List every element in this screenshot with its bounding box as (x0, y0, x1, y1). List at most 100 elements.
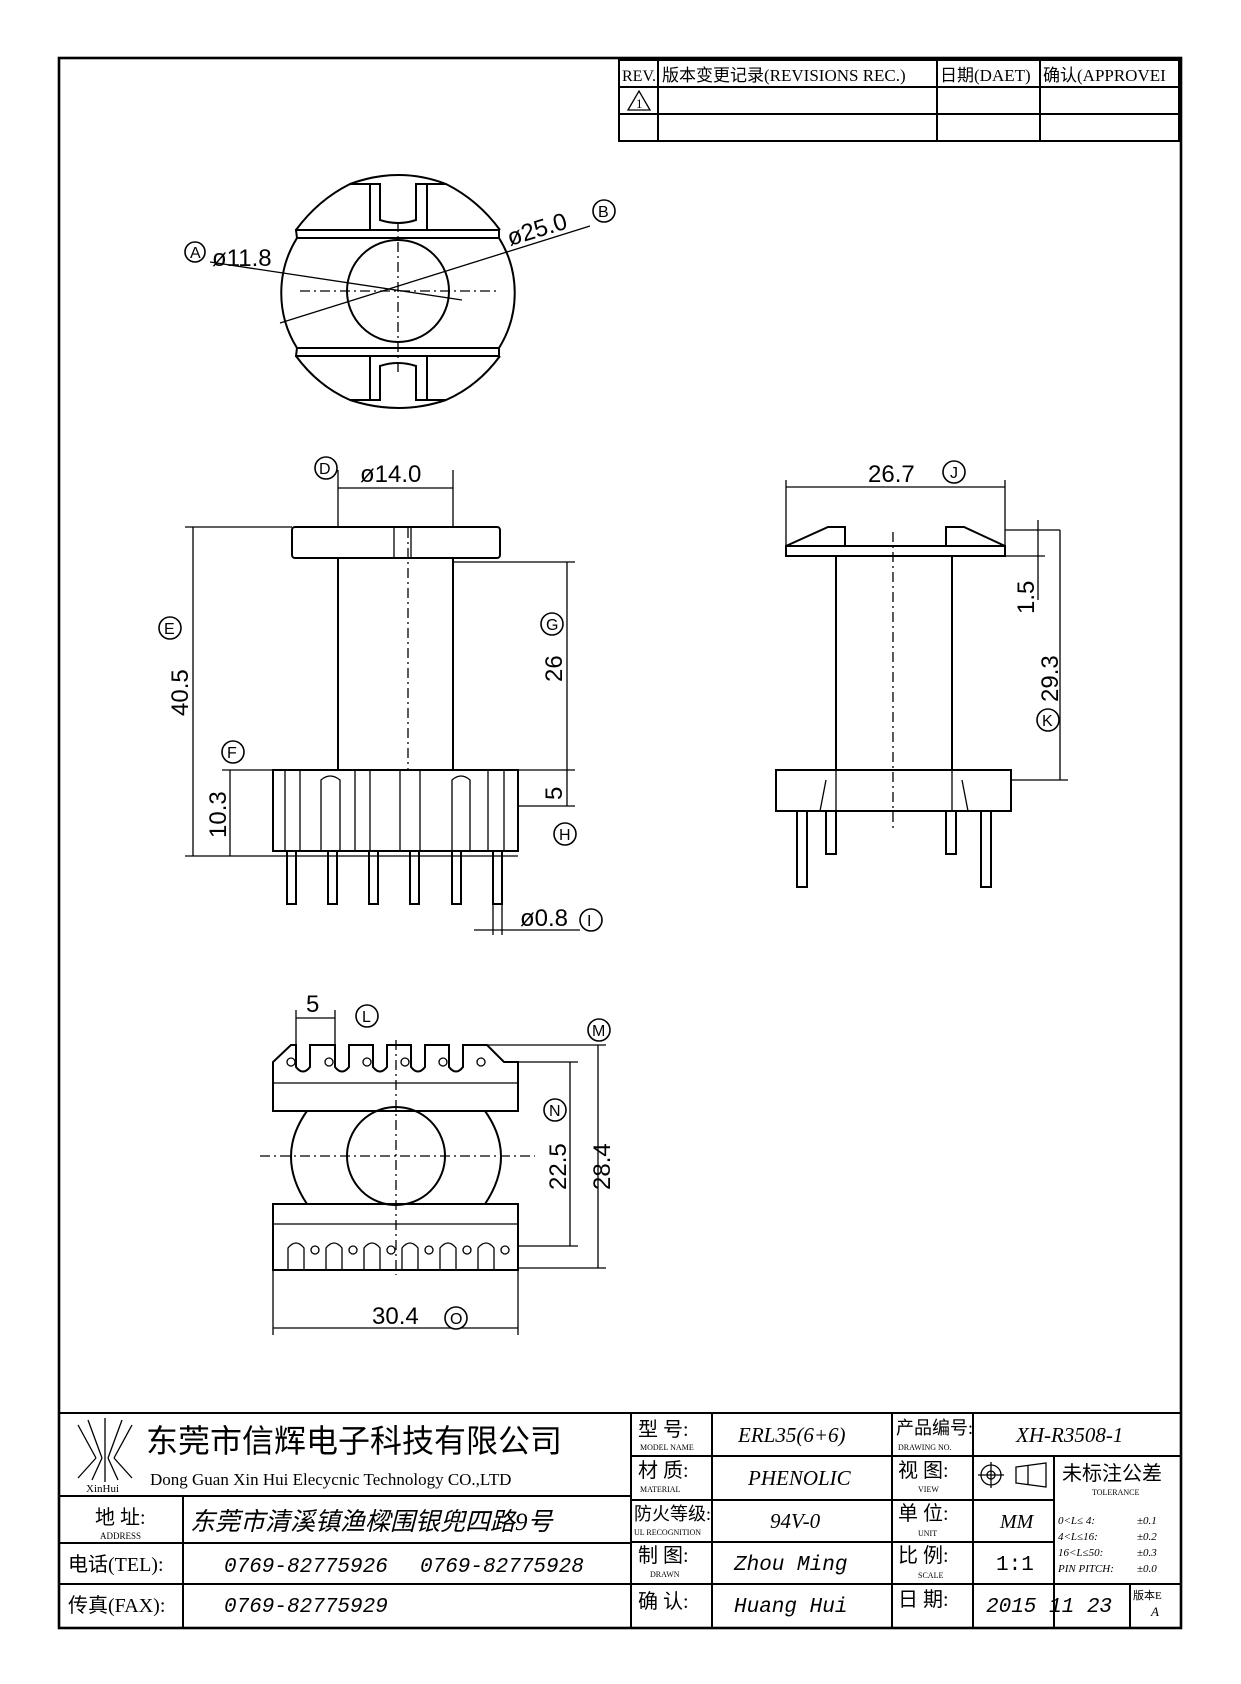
company-name-en: Dong Guan Xin Hui Elecycnic Technology C… (150, 1470, 511, 1489)
callout-M (587, 1018, 611, 1042)
model-label-en: MODEL NAME (640, 1443, 694, 1452)
dim-H-value: 5 (541, 787, 568, 800)
drawing-no-label-en: DRAWING NO. (898, 1443, 952, 1452)
tolerance-value: ±0.3 (1137, 1547, 1157, 1559)
projection-symbol-icon (978, 1462, 1047, 1488)
scale-value: 1:1 (996, 1554, 1034, 1577)
callout-L-label: L (362, 1009, 371, 1026)
bottom-view (260, 1010, 606, 1335)
date-header: 日期(DAET) (940, 66, 1031, 85)
tolerance-value: ±0.1 (1137, 1515, 1157, 1527)
dim-M2-value: 28.4 (589, 1143, 616, 1190)
dim-G: G 26 (540, 612, 568, 682)
fax-value: 0769-82775929 (224, 1596, 388, 1619)
dim-K-value: 29.3 (1037, 655, 1064, 702)
callout-L (355, 1004, 379, 1028)
callout-O (444, 1306, 468, 1330)
approved-label: 确 认: (638, 1590, 689, 1613)
address-label-en: ADDRESS (100, 1531, 141, 1541)
material-value: PHENOLIC (747, 1466, 852, 1490)
tolerance-table: 0<L≤ 4: ±0.1 4<L≤16: ±0.2 16<L≤50: ±0.3 … (1057, 1515, 1157, 1575)
revision-number: 1 (636, 96, 643, 111)
dim-H: H 5 (541, 787, 577, 846)
top-view (209, 174, 591, 409)
dim-L-value: 5 (306, 991, 319, 1018)
date-label: 日 期: (898, 1589, 949, 1611)
callout-I-label: I (587, 913, 591, 930)
unit-label: 单 位: (898, 1502, 949, 1525)
version-label: 版本E (1133, 1588, 1162, 1602)
dim-F-value: 10.3 (205, 791, 232, 838)
dim-I-value: ø0.8 (520, 905, 568, 932)
callout-E (158, 616, 182, 640)
callout-I (579, 908, 603, 932)
dim-A-value: ø11.8 (212, 245, 272, 272)
fax-label: 传真(FAX): (68, 1594, 165, 1617)
version-value: A (1150, 1604, 1159, 1619)
dim-E: E 40.5 (158, 616, 194, 716)
callout-J (942, 460, 966, 484)
unit-value: MM (999, 1511, 1035, 1533)
rev-header: REV. (622, 68, 656, 85)
dim-J-value: 26.7 (868, 461, 915, 488)
view-label: 视 图: (898, 1459, 949, 1482)
callout-H-label: H (559, 827, 571, 844)
dim-D-value: ø14.0 (360, 461, 421, 488)
callout-N (543, 1098, 567, 1122)
dim-M: M 28.4 (587, 1018, 616, 1190)
callout-A-label: A (190, 245, 201, 262)
dim-A: A ø11.8 (184, 241, 272, 272)
callout-F (221, 740, 245, 764)
approved-value: Huang Hui (734, 1596, 847, 1619)
model-value: ERL35(6+6) (737, 1423, 846, 1447)
dim-L: L 5 (306, 991, 379, 1028)
revision-record-header: 版本变更记录(REVISIONS REC.) (662, 66, 906, 85)
callout-K (1036, 708, 1060, 732)
logo-text: XinHui (86, 1483, 119, 1495)
approve-header: 确认(APPROVEI (1043, 66, 1166, 85)
unit-label-en: UNIT (918, 1529, 937, 1538)
callout-G-label: G (546, 617, 558, 634)
dim-F: F 10.3 (205, 740, 245, 838)
tel-1: 0769-82775926 (224, 1556, 388, 1579)
callout-G (540, 612, 564, 636)
date-value: 2015 11 23 (986, 1596, 1112, 1619)
drawn-value: Zhou Ming (733, 1554, 847, 1577)
model-label: 型 号: (638, 1418, 689, 1441)
tolerance-range: 4<L≤16: (1058, 1531, 1098, 1543)
side-view (775, 480, 1068, 888)
dim-D: D ø14.0 (314, 456, 421, 488)
drawn-label-en: DRAWN (650, 1570, 680, 1579)
scale-label: 比 例: (898, 1544, 949, 1567)
tel-2: 0769-82775928 (420, 1556, 584, 1579)
callout-K-label: K (1042, 713, 1053, 730)
callout-B (592, 199, 616, 223)
address-label: 地 址: (95, 1506, 146, 1529)
revision-triangle-icon: 1 (626, 89, 652, 111)
callout-E-label: E (164, 621, 175, 638)
callout-H (553, 822, 577, 846)
material-label: 材 质: (638, 1459, 689, 1482)
dim-E-value: 40.5 (167, 669, 194, 716)
dim-O: O 30.4 (372, 1303, 468, 1330)
callout-B-label: B (598, 204, 609, 221)
ul-label-en: UL RECOGNITION (634, 1528, 701, 1537)
tolerance-value: ±0.0 (1137, 1563, 1157, 1575)
dim-G-value: 26 (541, 655, 568, 682)
callout-D-label: D (319, 461, 331, 478)
callout-A (184, 241, 206, 263)
scale-label-en: SCALE (918, 1571, 943, 1580)
xinhui-logo: XinHui (77, 1418, 133, 1495)
title-block (59, 1412, 1181, 1628)
callout-N-label: N (549, 1103, 561, 1120)
tolerance-value: ±0.2 (1137, 1531, 1157, 1543)
callout-D (314, 456, 338, 480)
tolerance-range: PIN PITCH: (1057, 1563, 1114, 1575)
address-value: 东莞市清溪镇渔樑围银兜四路9号 (190, 1508, 555, 1536)
dim-B-value: ø25.0 (504, 208, 571, 252)
dim-J: J 26.7 (868, 460, 966, 488)
ul-label: 防火等级: (634, 1504, 711, 1524)
callout-M-label: M (592, 1023, 605, 1040)
callout-O-label: O (450, 1311, 462, 1328)
